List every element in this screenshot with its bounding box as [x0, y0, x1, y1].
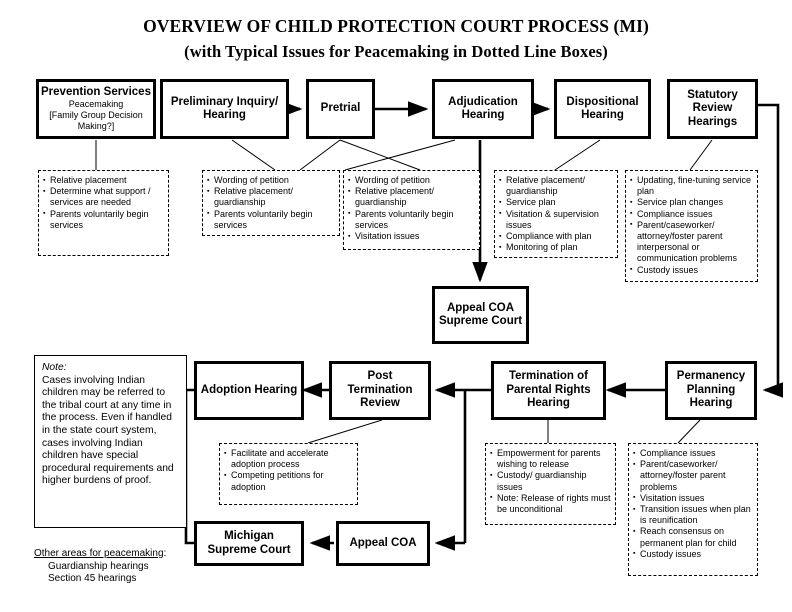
process-box-appeal-coa[interactable]: Appeal COA [336, 521, 430, 566]
issue-box-adoption: Facilitate and accelerate adoption proce… [219, 443, 358, 505]
issue-item: Service plan changes [630, 197, 753, 208]
issue-list-statutory: Updating, fine-tuning service planServic… [630, 174, 753, 276]
process-box-pretrial[interactable]: Pretrial [306, 79, 375, 139]
issue-item: Compliance issues [630, 208, 753, 220]
adoption-hearing-label: Adoption Hearing [200, 383, 298, 396]
issue-item: Wording of petition [348, 174, 475, 186]
adjudication-hearing-label: Adjudication Hearing [448, 95, 518, 122]
issue-item: Custody/ guardianship issues [490, 470, 611, 492]
page-title-line-1: OVERVIEW OF CHILD PROTECTION COURT PROCE… [143, 16, 649, 36]
page-title-line-2: (with Typical Issues for Peacemaking in … [184, 42, 608, 61]
post-termination-review-label: Post Termination Review [347, 370, 413, 410]
issue-item: Updating, fine-tuning service plan [630, 174, 753, 197]
process-box-prevention-services[interactable]: Prevention Services Peacemaking [Family … [36, 79, 156, 139]
issue-box-permanency: Compliance issuesParent/caseworker/ atto… [628, 443, 758, 576]
appeal-coa-label: Appeal COA [349, 536, 417, 549]
issue-item: Relative placement/ guardianship [499, 174, 613, 197]
other-areas-item-1: Section 45 hearings [48, 573, 137, 585]
issue-list-termination: Empowerment for parents wishing to relea… [490, 447, 611, 515]
other-areas-item-0: Guardianship hearings [48, 560, 149, 572]
statutory-review-hearings-label: Statutory Review Hearings [687, 88, 738, 128]
issue-box-pretrial-adjudication: Wording of petitionRelative placement/ g… [343, 170, 480, 250]
issue-item: Custody issues [633, 548, 753, 560]
issue-item: Parents voluntarily begin services [207, 208, 335, 231]
permanency-planning-hearing-label: Permanency Planning Hearing [676, 370, 746, 410]
issue-item: Transition issues when plan is reunifica… [633, 504, 753, 526]
other-areas-for-peacemaking: Other areas for peacemaking: Guardianshi… [34, 548, 234, 586]
issue-list-preliminary: Wording of petitionRelative placement/ g… [207, 174, 335, 231]
prevention-services-sub-2: [Family Group Decision [49, 110, 143, 121]
issue-item: Monitoring of plan [499, 242, 613, 253]
issue-list-dispositional: Relative placement/ guardianshipService … [499, 174, 613, 253]
note-label: Note: [42, 362, 67, 373]
issue-box-termination: Empowerment for parents wishing to relea… [485, 443, 616, 525]
process-box-permanency-planning-hearing[interactable]: Permanency Planning Hearing [665, 361, 757, 420]
issue-item: Wording of petition [207, 174, 335, 186]
issue-item: Relative placement/ guardianship [207, 186, 335, 208]
prevention-services-sub-1: Peacemaking [68, 99, 124, 110]
issue-item: Competing petitions for adoption [224, 470, 353, 492]
issue-item: Service plan [499, 197, 613, 208]
issue-box-preliminary: Wording of petitionRelative placement/ g… [202, 170, 340, 236]
issue-item: Parents voluntarily begin services [43, 208, 164, 231]
process-box-post-termination-review[interactable]: Post Termination Review [329, 361, 431, 420]
issue-item: Facilitate and accelerate adoption proce… [224, 447, 353, 470]
process-box-adjudication-hearing[interactable]: Adjudication Hearing [432, 79, 534, 139]
process-box-preliminary-inquiry-hearing[interactable]: Preliminary Inquiry/ Hearing [160, 79, 289, 139]
issue-item: Relative placement [43, 174, 164, 186]
issue-item: Parent/caseworker/ attorney/foster paren… [633, 459, 753, 493]
issue-box-dispositional: Relative placement/ guardianshipService … [494, 170, 618, 258]
issue-item: Visitation issues [348, 231, 475, 242]
note-text: Cases involving Indian children may be r… [42, 374, 174, 487]
michigan-supreme-court-label: Michigan Supreme Court [207, 530, 291, 556]
process-box-appeal-coa-supreme-court[interactable]: Appeal COA Supreme Court [432, 286, 529, 344]
issue-item: Compliance issues [633, 447, 753, 459]
issue-item: Determine what support / services are ne… [43, 186, 164, 208]
prevention-services-sub-3: Making?] [77, 121, 115, 132]
process-box-michigan-supreme-court[interactable]: Michigan Supreme Court [194, 521, 304, 566]
process-box-termination-of-parental-rights-hearing[interactable]: Termination of Parental Rights Hearing [491, 361, 606, 420]
issue-box-statutory: Updating, fine-tuning service planServic… [625, 170, 758, 282]
pretrial-label: Pretrial [320, 102, 361, 115]
issue-item: Parent/caseworker/ attorney/foster paren… [630, 219, 753, 265]
issue-box-prevention: Relative placementDetermine what support… [38, 170, 169, 256]
issue-item: Custody issues [630, 264, 753, 276]
issue-item: Visitation & supervision issues [499, 208, 613, 231]
termination-of-parental-rights-label: Termination of Parental Rights Hearing [506, 370, 591, 410]
issue-item: Compliance with plan [499, 231, 613, 242]
preliminary-inquiry-label: Preliminary Inquiry/ Hearing [170, 95, 279, 122]
dispositional-hearing-label: Dispositional Hearing [566, 95, 639, 122]
process-box-statutory-review-hearings[interactable]: Statutory Review Hearings [667, 79, 758, 139]
process-box-dispositional-hearing[interactable]: Dispositional Hearing [554, 79, 651, 139]
issue-list-permanency: Compliance issuesParent/caseworker/ atto… [633, 447, 753, 560]
other-areas-heading-colon: : [163, 548, 167, 559]
process-box-adoption-hearing[interactable]: Adoption Hearing [194, 361, 304, 420]
other-areas-heading: Other areas for peacemaking [34, 548, 164, 559]
issue-item: Parents voluntarily begin services [348, 208, 475, 231]
appeal-coa-supreme-court-label: Appeal COA Supreme Court [438, 301, 523, 328]
issue-list-adoption: Facilitate and accelerate adoption proce… [224, 447, 353, 493]
issue-list-pretrial-adjudication: Wording of petitionRelative placement/ g… [348, 174, 475, 242]
issue-item: Note: Release of rights must be uncondit… [490, 492, 611, 515]
issue-item: Relative placement/ guardianship [348, 186, 475, 208]
issue-item: Reach consensus on permanent plan for ch… [633, 526, 753, 548]
issue-list-prevention: Relative placementDetermine what support… [43, 174, 164, 231]
note-box: Note: Cases involving Indian children ma… [34, 355, 187, 528]
issue-item: Visitation issues [633, 492, 753, 504]
prevention-services-label: Prevention Services [41, 85, 151, 98]
issue-item: Empowerment for parents wishing to relea… [490, 447, 611, 470]
